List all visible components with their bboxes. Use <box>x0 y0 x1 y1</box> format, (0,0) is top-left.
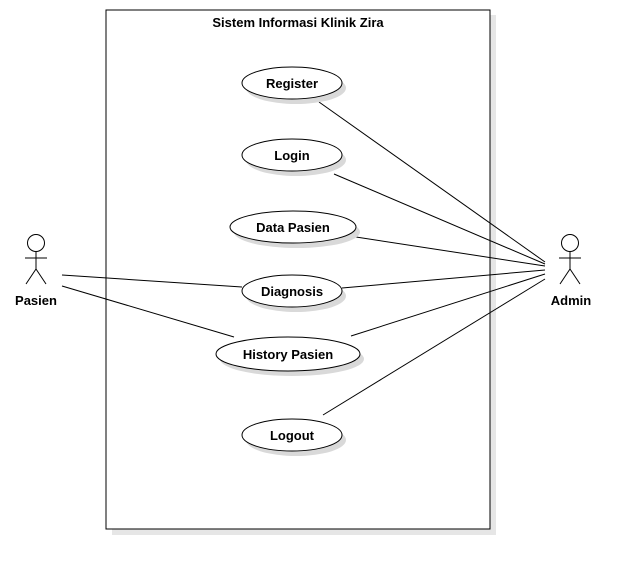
use-case-ellipse <box>241 66 343 100</box>
stick-figure-icon <box>25 234 47 285</box>
use-case-logout[interactable]: Logout <box>241 418 346 456</box>
association-admin-login[interactable] <box>333 173 546 265</box>
association-admin-register[interactable] <box>318 101 546 263</box>
use-case-label: Register <box>266 76 318 91</box>
stick-figure-icon <box>559 234 581 285</box>
system-title: Sistem Informasi Klinik Zira <box>212 15 384 30</box>
use-case-label: Data Pasien <box>256 220 330 235</box>
association-admin-diagnosis[interactable] <box>341 269 546 289</box>
actor-admin[interactable]: Admin <box>551 234 592 309</box>
use-case-history-pasien[interactable]: History Pasien <box>215 336 364 376</box>
use-case-ellipse <box>241 274 343 308</box>
use-case-ellipse <box>229 210 357 244</box>
use-case-label: History Pasien <box>243 347 333 362</box>
use-case-ellipse <box>241 138 343 172</box>
use-case-diagnosis[interactable]: Diagnosis <box>241 274 346 312</box>
association-lines <box>61 101 546 416</box>
use-case-login[interactable]: Login <box>241 138 346 176</box>
association-pasien-diagnosis[interactable] <box>61 274 243 288</box>
actor-label: Admin <box>551 293 592 308</box>
use-case-ellipse <box>241 418 343 452</box>
use-case-ellipse <box>215 336 361 372</box>
actor-label: Pasien <box>15 293 57 308</box>
use-case-label: Logout <box>270 428 315 443</box>
use-case-data-pasien[interactable]: Data Pasien <box>229 210 360 248</box>
use-case-register[interactable]: Register <box>241 66 346 104</box>
association-admin-history-pasien[interactable] <box>350 273 546 337</box>
use-case-label: Diagnosis <box>261 284 323 299</box>
association-admin-data-pasien[interactable] <box>355 236 546 267</box>
actor-pasien[interactable]: Pasien <box>15 234 57 309</box>
use-case-label: Login <box>274 148 309 163</box>
association-admin-logout[interactable] <box>322 278 546 416</box>
association-pasien-history-pasien[interactable] <box>61 285 235 338</box>
